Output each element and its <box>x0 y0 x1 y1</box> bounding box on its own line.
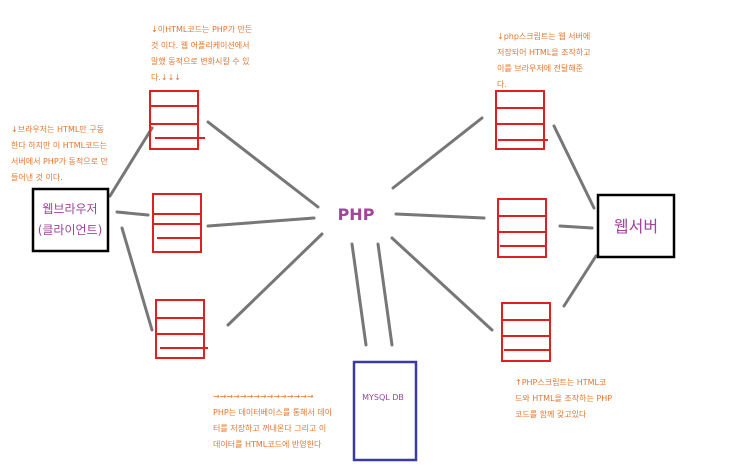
connector-doc5-server <box>558 224 594 230</box>
html-document-icon <box>497 198 547 258</box>
connector-doc6-server <box>562 254 598 308</box>
note-bottom-center: →→→→→→→→→→→→→→→ PHP는 데이터베이스를 통해서 데이 터를 저… <box>213 392 332 449</box>
webserver-box: 웹서버 <box>596 193 676 259</box>
php-label: PHP <box>338 205 375 224</box>
connector-doc1-php <box>206 120 320 209</box>
note-top-center: ↓이HTML코드는 PHP가 만든 것 이다. 웹 어플리케이션에서 말했 동적… <box>151 25 253 82</box>
connectors <box>108 116 598 347</box>
connector-browser-doc2 <box>115 210 150 217</box>
html-document-icon <box>501 302 551 362</box>
database-box: MYSQL DB <box>352 360 418 462</box>
html-document-icon <box>152 193 202 253</box>
note-bottom-right: ↑PHP스크립트는 HTML코 드와 HTML을 조작하는 PHP 코드를 함께… <box>515 378 613 419</box>
html-document-icon <box>495 90 548 150</box>
webserver-box-outline <box>596 193 676 259</box>
database-box-outline <box>352 360 418 462</box>
connector-browser-doc3 <box>120 226 154 332</box>
browser-label: 웹브라우저 <box>42 202 97 216</box>
browser-box: 웹브라우저 (클라이언트) <box>31 187 110 253</box>
webserver-label: 웹서버 <box>614 217 658 236</box>
connector-doc3-php <box>226 232 324 327</box>
browser-box-outline <box>31 187 110 253</box>
html-document-icon <box>149 90 205 150</box>
browser-sublabel: (클라이언트) <box>38 223 103 237</box>
note-left: ↓브라우저는 HTML만 구동 한다 하지만 이 HTML코드는 서버에서 PH… <box>11 125 108 182</box>
connector-php-db-left <box>350 242 368 347</box>
database-label: MYSQL DB <box>362 393 404 402</box>
connector-doc4-server <box>552 124 596 210</box>
connector-php-db-right <box>376 242 394 347</box>
connector-php-doc5 <box>394 212 486 220</box>
connector-php-doc6 <box>390 236 494 332</box>
connector-browser-doc1 <box>108 126 154 198</box>
html-document-icon <box>155 299 208 359</box>
note-top-right: ↓php스크립트는 웹 서버에 저장되어 HTML을 조작하고 이를 브라우저에… <box>497 32 591 89</box>
html-documents <box>149 90 551 362</box>
connector-php-doc4 <box>391 116 484 190</box>
connector-doc2-php <box>206 216 316 228</box>
